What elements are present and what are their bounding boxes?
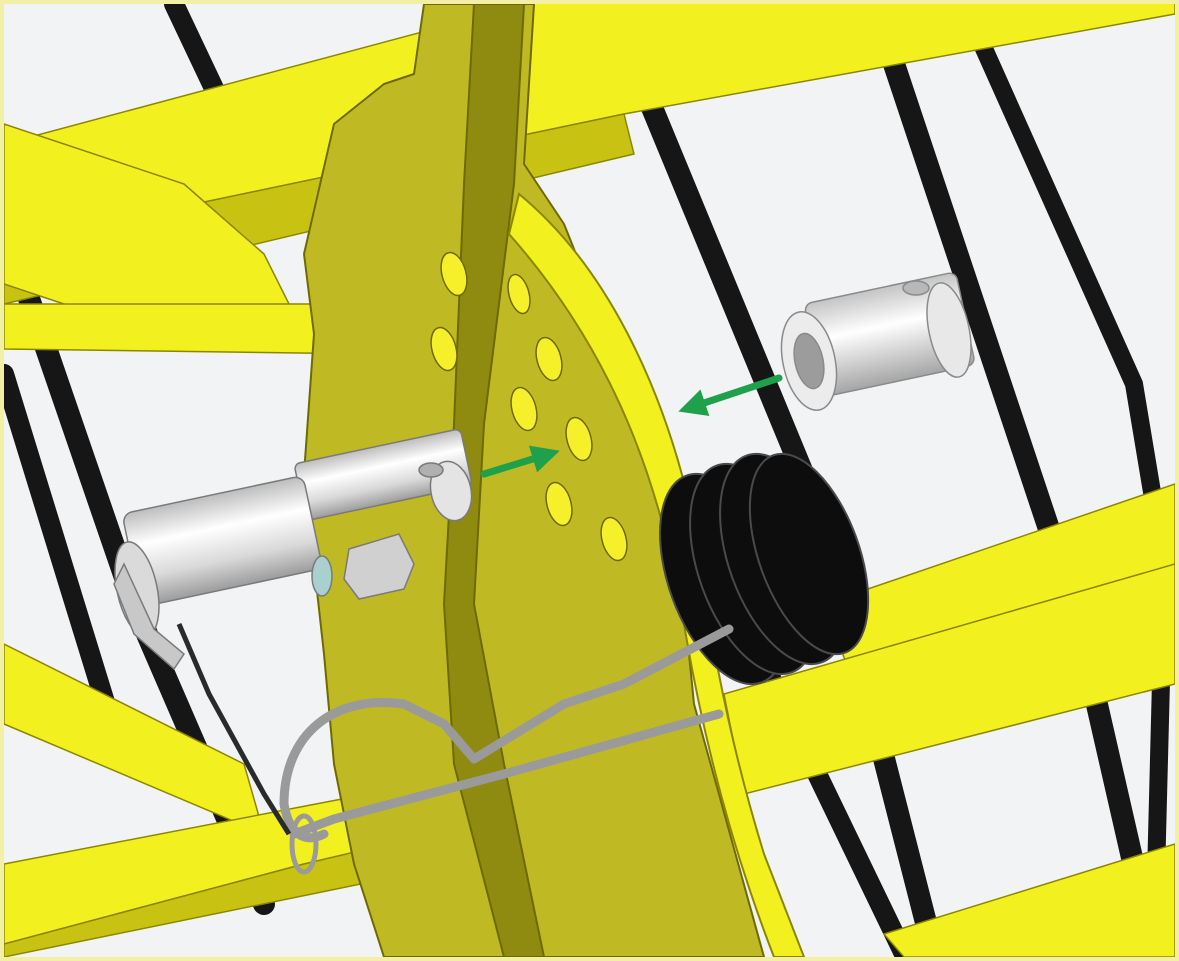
black-tube bbox=[955, 4, 1174, 957]
bushing-bore bbox=[793, 332, 825, 390]
curved-arm bbox=[507, 192, 806, 957]
plate-hole bbox=[430, 326, 458, 372]
wire-loop bbox=[289, 813, 319, 875]
plate-hole bbox=[510, 386, 538, 432]
mounting-plate-body bbox=[303, 4, 765, 957]
cad-illustration bbox=[4, 4, 1175, 957]
plate-hole bbox=[565, 416, 593, 462]
right-rail bbox=[823, 483, 1175, 685]
black-tube bbox=[863, 4, 1165, 957]
plate-hole bbox=[440, 251, 468, 297]
top-rail bbox=[4, 4, 1175, 245]
pin-tab bbox=[113, 562, 185, 671]
pin-insert-arrow bbox=[480, 445, 560, 478]
spacer-bushing bbox=[780, 272, 975, 411]
direction-arrows bbox=[480, 374, 783, 478]
plate-edge-shade bbox=[443, 4, 545, 957]
clevis-pin bbox=[113, 429, 473, 671]
mounting-plate bbox=[303, 4, 765, 957]
plate-hole bbox=[545, 481, 573, 527]
lynch-wire bbox=[279, 624, 734, 875]
plate-hole bbox=[600, 516, 628, 562]
hex-nut bbox=[343, 533, 415, 600]
bushing-cross-hole bbox=[902, 280, 930, 296]
lanyard-cable bbox=[176, 623, 292, 836]
bushing-insert-arrow bbox=[678, 374, 783, 416]
plate-holes bbox=[430, 251, 628, 562]
washer bbox=[311, 555, 333, 597]
pin-end bbox=[429, 460, 473, 522]
pin-cross-hole bbox=[418, 462, 444, 478]
black-tube bbox=[164, 4, 229, 109]
plate-hole bbox=[535, 336, 563, 382]
bottom-right-rail bbox=[883, 843, 1175, 957]
left-lower-rail bbox=[4, 643, 265, 835]
spring-turn bbox=[748, 452, 870, 656]
spring-coil bbox=[659, 452, 870, 686]
plate-hole bbox=[507, 273, 531, 315]
bushing-end bbox=[926, 282, 972, 378]
